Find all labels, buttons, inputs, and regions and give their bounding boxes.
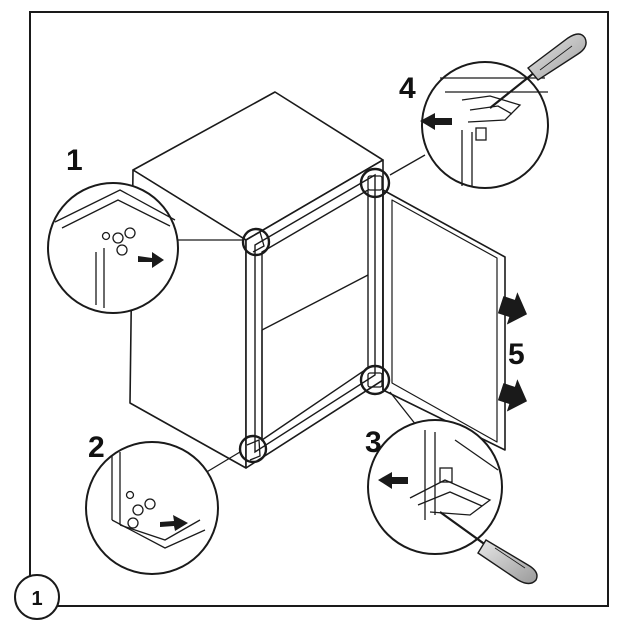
callout-2 <box>85 441 219 575</box>
step-label-2: 2 <box>88 431 105 464</box>
figure-number: 1 <box>31 588 42 610</box>
marker-upper-right <box>359 167 391 199</box>
marker-lower-left <box>238 434 268 464</box>
marker-lower-right <box>359 364 391 396</box>
step-label-4: 4 <box>399 72 416 105</box>
step-label-3: 3 <box>365 426 382 459</box>
step-label-1: 1 <box>66 144 83 177</box>
screwdriver-icon <box>439 511 538 585</box>
fridge-door <box>382 189 506 451</box>
hinge-details <box>246 175 383 461</box>
step-label-5: 5 <box>508 338 525 371</box>
figure-number-badge <box>14 574 60 620</box>
arrow-icon <box>497 379 528 412</box>
arrow-icon <box>378 472 408 489</box>
screwdriver-icon <box>489 33 587 109</box>
arrow-icon <box>138 252 164 268</box>
callout-4 <box>420 61 549 189</box>
arrow-icon <box>420 113 452 130</box>
marker-upper-left <box>241 227 271 257</box>
arrow-icon <box>497 292 528 325</box>
callout-1 <box>47 182 179 314</box>
hinge-markers <box>238 167 391 464</box>
callout-3 <box>367 419 503 555</box>
arrow-icon <box>160 515 188 531</box>
diagram-frame <box>29 11 609 607</box>
